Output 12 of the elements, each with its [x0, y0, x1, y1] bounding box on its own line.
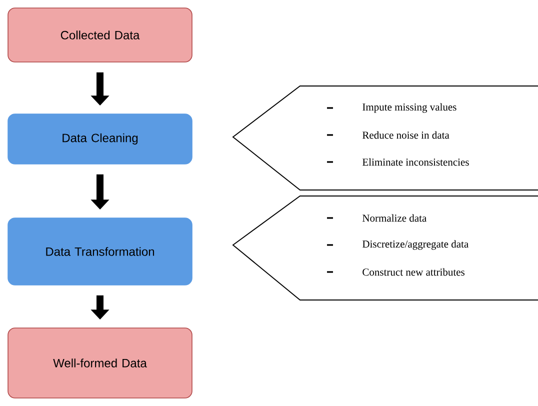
callout-shape	[232, 196, 538, 300]
list-item: Discretize/aggregate data	[362, 240, 468, 250]
list-item: Impute missing values	[362, 103, 456, 113]
list-item: Construct new attributes	[362, 268, 464, 276]
callout-shape	[232, 86, 538, 190]
list-item: Reduce noise in data	[362, 131, 450, 139]
process-box: Collected Data	[8, 8, 192, 62]
list-item: Normalize data	[362, 214, 426, 222]
process-box: Data Transformation	[8, 218, 192, 286]
process-box: Well-formed Data	[8, 328, 192, 398]
list-item: Eliminate inconsistencies	[362, 158, 469, 166]
process-box: Data Cleaning	[8, 114, 192, 164]
